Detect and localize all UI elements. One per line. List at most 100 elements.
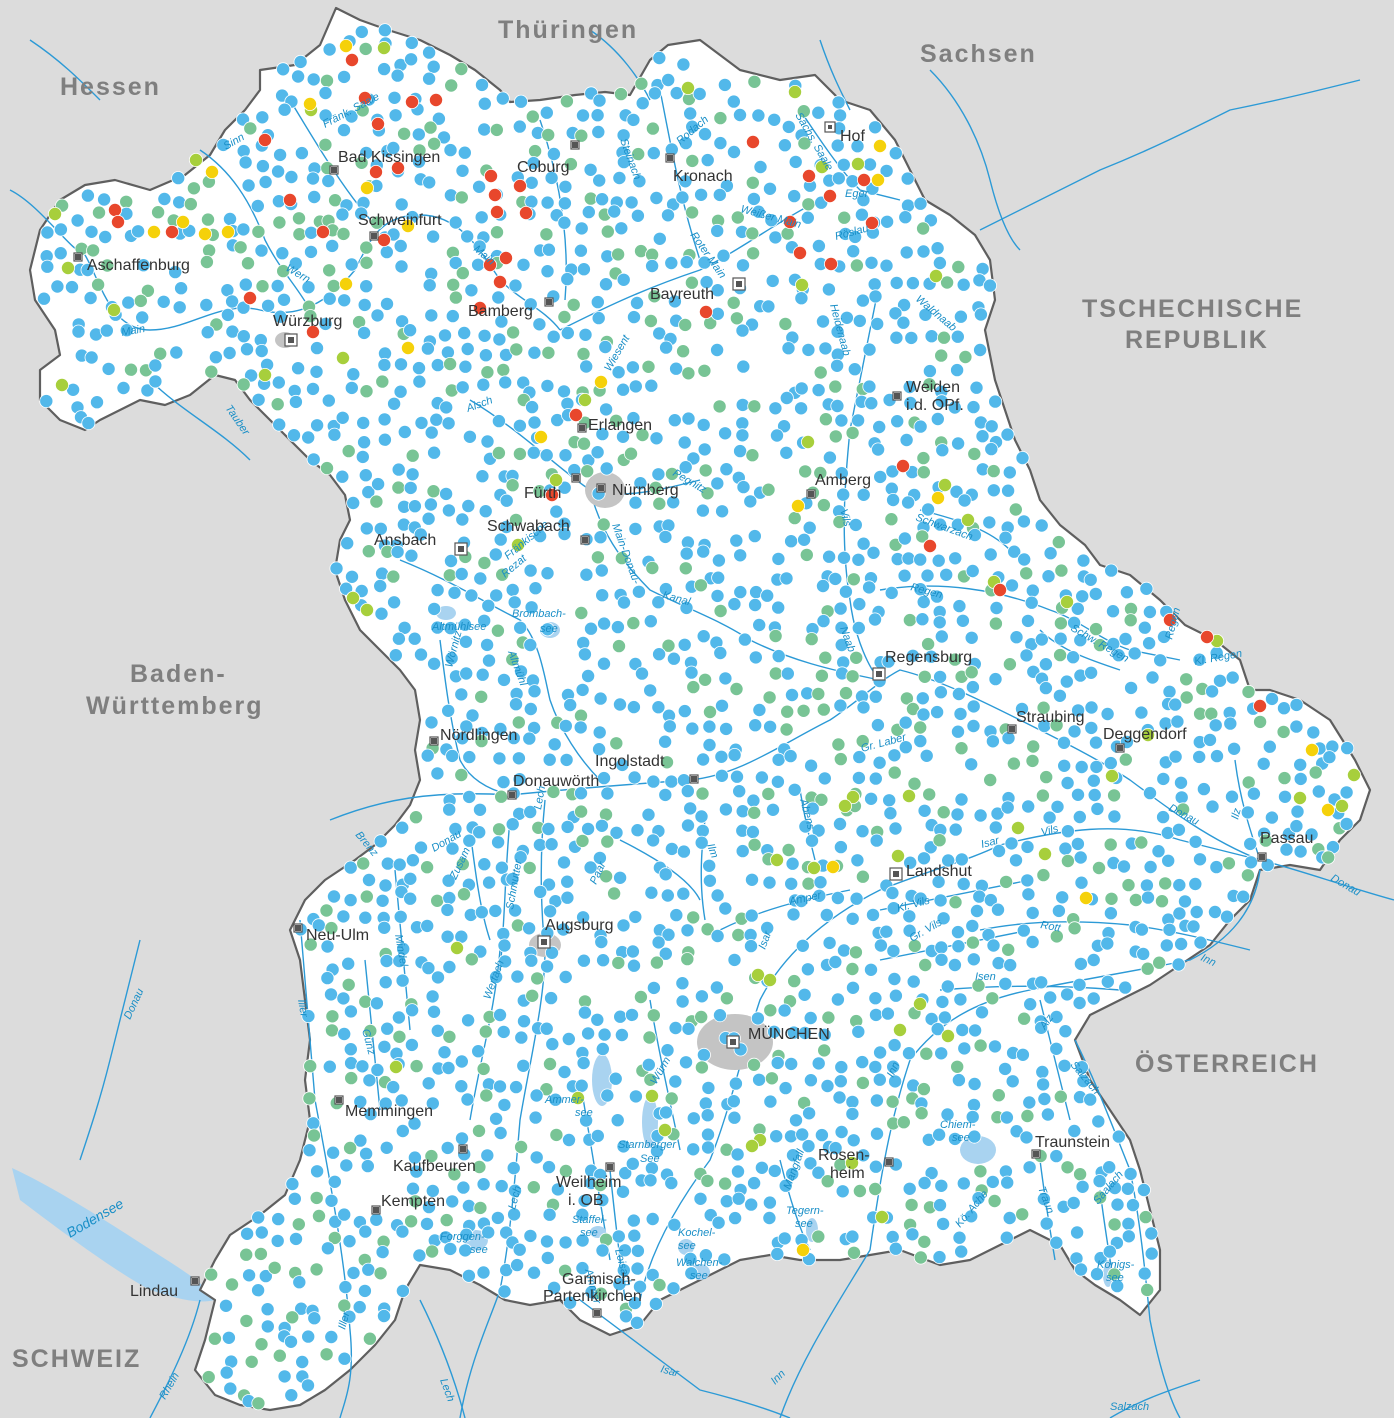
station-dot-1695 bbox=[576, 953, 591, 968]
station-dot-995 bbox=[834, 620, 849, 635]
station-dot-1528 bbox=[1121, 878, 1136, 893]
station-dot-1874 bbox=[557, 1065, 572, 1080]
country-label-hessen: Hessen bbox=[60, 73, 161, 101]
station-dot-2024 bbox=[616, 1139, 631, 1154]
station-dot-2133 bbox=[1110, 1197, 1125, 1212]
station-dot-1120 bbox=[899, 691, 914, 706]
station-dot-1325 bbox=[864, 791, 879, 806]
station-dot-417 bbox=[523, 297, 538, 312]
station-dot-651 bbox=[777, 419, 792, 434]
station-dot-1404 bbox=[888, 821, 903, 836]
station-dot-1615 bbox=[420, 918, 435, 933]
station-dot-lightgreen-25 bbox=[893, 1023, 908, 1038]
station-dot-10 bbox=[293, 54, 308, 69]
station-dot-2313 bbox=[277, 1369, 292, 1384]
station-dot-709 bbox=[733, 444, 748, 459]
station-dot-397 bbox=[983, 278, 998, 293]
station-dot-1083 bbox=[768, 666, 783, 681]
station-dot-1144 bbox=[677, 704, 692, 719]
station-dot-1006 bbox=[1089, 622, 1104, 637]
station-dot-1667 bbox=[873, 938, 888, 953]
station-dot-779 bbox=[407, 499, 422, 514]
station-dot-2018 bbox=[424, 1149, 439, 1164]
city-marker-core bbox=[691, 776, 697, 782]
station-dot-2019 bbox=[440, 1140, 455, 1155]
station-dot-1741 bbox=[1072, 977, 1087, 992]
station-dot-280 bbox=[574, 221, 589, 236]
station-dot-1065 bbox=[1053, 648, 1068, 663]
station-dot-2292 bbox=[307, 1311, 322, 1326]
city-marker-34 bbox=[190, 1276, 200, 1286]
station-dot-2128 bbox=[987, 1194, 1002, 1209]
station-dot-2114 bbox=[461, 1199, 476, 1214]
station-dot-2273 bbox=[652, 1278, 667, 1293]
station-dot-1948 bbox=[885, 1094, 900, 1109]
station-dot-826 bbox=[340, 536, 355, 551]
station-dot-1149 bbox=[796, 703, 811, 718]
station-dot-red-23 bbox=[498, 250, 513, 265]
station-dot-1645 bbox=[1162, 922, 1177, 937]
station-dot-127 bbox=[238, 155, 253, 170]
station-dot-1762 bbox=[888, 988, 903, 1003]
station-dot-1198 bbox=[1049, 718, 1064, 733]
station-dot-lightgreen-36 bbox=[875, 1210, 890, 1225]
station-dot-1832 bbox=[955, 1023, 970, 1038]
station-dot-lightgreen-39 bbox=[1038, 847, 1053, 862]
station-dot-2079 bbox=[526, 1180, 541, 1195]
station-dot-1732 bbox=[787, 974, 802, 989]
station-dot-986 bbox=[584, 621, 599, 636]
station-dot-910 bbox=[1041, 569, 1056, 584]
station-dot-297 bbox=[202, 243, 217, 258]
station-dot-332 bbox=[199, 254, 214, 269]
station-dot-382 bbox=[684, 275, 699, 290]
station-dot-1425 bbox=[544, 837, 559, 852]
station-dot-732 bbox=[665, 466, 680, 481]
station-dot-2177 bbox=[358, 1224, 373, 1239]
station-dot-1468 bbox=[522, 860, 537, 875]
station-dot-428 bbox=[855, 293, 870, 308]
station-dot-2299 bbox=[254, 1337, 269, 1352]
station-dot-494 bbox=[904, 330, 919, 345]
station-dot-723 bbox=[405, 467, 420, 482]
station-dot-1427 bbox=[575, 833, 590, 848]
station-dot-2194 bbox=[777, 1231, 792, 1246]
station-dot-1443 bbox=[1004, 836, 1019, 851]
station-dot-1575 bbox=[336, 909, 351, 924]
station-dot-1864 bbox=[355, 1059, 370, 1074]
station-dot-2013 bbox=[326, 1145, 341, 1160]
station-dot-1830 bbox=[851, 1024, 866, 1039]
river-29 bbox=[639, 828, 1261, 1301]
city-label-deggendorf: Deggendorf bbox=[1103, 726, 1187, 743]
station-dot-791 bbox=[743, 494, 758, 509]
city-marker-3 bbox=[570, 140, 580, 150]
station-dot-2057 bbox=[803, 1156, 818, 1171]
station-dot-1275 bbox=[1293, 757, 1308, 772]
station-dot-1738 bbox=[998, 976, 1013, 991]
station-dot-833 bbox=[557, 527, 572, 542]
station-dot-558 bbox=[922, 364, 937, 379]
station-dot-2315 bbox=[223, 1381, 238, 1396]
station-dot-1740 bbox=[1034, 975, 1049, 990]
station-dot-775 bbox=[1001, 483, 1016, 498]
station-dot-lightgreen-19 bbox=[846, 790, 861, 805]
station-dot-1687 bbox=[392, 954, 407, 969]
station-dot-552 bbox=[681, 366, 696, 381]
station-dot-303 bbox=[325, 238, 340, 253]
station-dot-1759 bbox=[797, 987, 812, 1002]
station-dot-lightgreen-7 bbox=[801, 434, 816, 449]
station-dot-1369 bbox=[1042, 810, 1057, 825]
station-dot-1157 bbox=[966, 699, 981, 714]
station-dot-211 bbox=[746, 191, 761, 206]
station-dot-1018 bbox=[677, 637, 692, 652]
station-dot-1923 bbox=[1005, 1074, 1020, 1089]
station-dot-581 bbox=[557, 384, 572, 399]
station-dot-1012 bbox=[480, 637, 495, 652]
station-dot-1727 bbox=[646, 980, 661, 995]
station-dot-785 bbox=[549, 504, 564, 519]
station-dot-2170 bbox=[1138, 1210, 1153, 1225]
station-dot-1925 bbox=[1076, 1074, 1091, 1089]
station-dot-lightgreen-35 bbox=[745, 1139, 760, 1154]
station-dot-lightgreen-6 bbox=[795, 277, 810, 292]
station-dot-1317 bbox=[695, 786, 710, 801]
station-dot-red-4 bbox=[428, 93, 443, 108]
